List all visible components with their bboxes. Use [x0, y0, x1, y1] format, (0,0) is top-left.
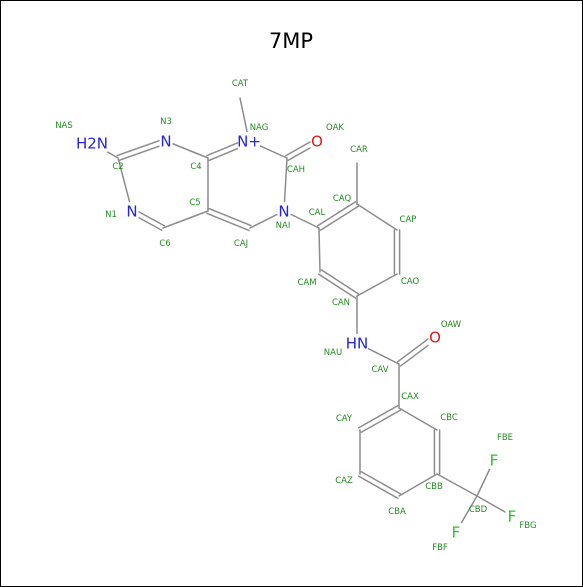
atom-bg-nau — [346, 334, 368, 352]
atom-symbol-fbf: F — [452, 524, 461, 542]
atom-name-caj: CAJ — [234, 239, 248, 249]
atom-bg-fbf — [449, 523, 463, 541]
atom-name-cao: CAO — [401, 277, 420, 287]
atom-name-cah: CAH — [287, 165, 305, 175]
bond-cay-cax — [360, 409, 402, 434]
atom-name-cay: CAY — [336, 414, 353, 424]
atom-name-nau: NAU — [324, 348, 342, 358]
atom-name-nag: NAG — [250, 123, 269, 133]
bond-can-cam — [320, 269, 360, 295]
atom-name-fbe: FBE — [497, 433, 513, 443]
bond-cba-caz — [357, 475, 399, 500]
atom-bg-oaw — [428, 328, 442, 346]
atom-name-fbg: FBG — [519, 521, 536, 531]
atom-bg-nas — [76, 134, 108, 152]
bond-can-cam — [317, 273, 357, 299]
atom-name-cam: CAM — [297, 278, 316, 288]
bond-cbb-cba — [398, 473, 438, 497]
atom-bg-n3 — [159, 132, 173, 150]
atom-name-n3: N3 — [160, 117, 172, 127]
atom-name-cat: CAT — [232, 79, 249, 89]
bond-cao-can — [356, 273, 398, 297]
bond-cal-caq — [316, 201, 357, 227]
atom-name-c5: C5 — [189, 198, 200, 208]
atom-name-cbc: CBC — [440, 413, 458, 423]
atom-name-c6: C6 — [159, 239, 170, 249]
atom-name-c4: C4 — [190, 162, 201, 172]
atom-name-nai: NAI — [276, 221, 291, 231]
atom-name-nas: NAS — [55, 121, 73, 131]
atom-name-oaw: OAW — [441, 320, 462, 330]
atom-name-cap: CAP — [400, 215, 417, 225]
bond-c2-n3 — [116, 137, 166, 157]
bond-cal-caq — [319, 205, 360, 231]
atom-bg-n1 — [125, 202, 139, 220]
atom-symbol-fbe: F — [490, 452, 499, 470]
molecule-title: 7MP — [269, 29, 313, 53]
atom-name-cav: CAV — [371, 365, 388, 375]
atom-name-cal: CAL — [309, 208, 326, 218]
atom-name-caz: CAZ — [335, 476, 353, 486]
atom-name-cax: CAX — [401, 392, 419, 402]
bond-n3-c4 — [165, 140, 209, 159]
bond-cav-oaw — [396, 334, 435, 363]
atom-symbol-nau: HN — [346, 335, 369, 353]
atom-bg-nai — [277, 202, 291, 220]
atom-name-caq: CAQ — [333, 194, 352, 204]
atom-name-c2: C2 — [112, 162, 123, 172]
bond-c2-n3 — [118, 142, 168, 162]
bond-cay-cax — [357, 404, 399, 429]
bond-cam-cal — [318, 227, 321, 273]
bond-caq-cap — [356, 203, 398, 231]
atom-name-fbf: FBF — [432, 543, 448, 553]
bond-caj-c5 — [208, 207, 252, 227]
atom-name-cba: CBA — [388, 507, 406, 517]
atom-bg-oak — [310, 132, 324, 150]
atom-symbol-nas: H2N — [76, 135, 108, 153]
atom-layer: H2NNASC2NN3C4N+NAGCATCAHOOAKNNAICAJC5C6N… — [55, 79, 536, 553]
bond-cax-cbc — [398, 407, 438, 431]
bond-caj-c5 — [206, 212, 250, 232]
atom-symbol-n1: N — [126, 203, 137, 221]
bond-c5-c6 — [162, 210, 209, 229]
bond-cba-caz — [360, 470, 402, 495]
atom-symbol-nai: N — [278, 203, 289, 221]
atom-bg-fbg — [505, 507, 519, 525]
atom-name-oak: OAK — [326, 123, 344, 133]
atom-symbol-oaw: O — [429, 329, 441, 347]
atom-name-car: CAR — [350, 145, 368, 155]
bond-cbb-cbd — [436, 473, 478, 497]
atom-name-n1: N1 — [105, 210, 117, 220]
atom-name-cbb: CBB — [425, 482, 443, 492]
atom-name-cbd: CBD — [469, 505, 488, 515]
atom-symbol-oak: O — [311, 133, 323, 151]
atom-symbol-nag: N+ — [237, 133, 261, 151]
atom-name-can: CAN — [332, 298, 350, 308]
atom-symbol-fbg: F — [508, 508, 517, 526]
atom-bg-nag — [238, 132, 260, 150]
atom-bg-fbe — [487, 451, 501, 469]
atom-symbol-n3: N — [160, 133, 171, 151]
